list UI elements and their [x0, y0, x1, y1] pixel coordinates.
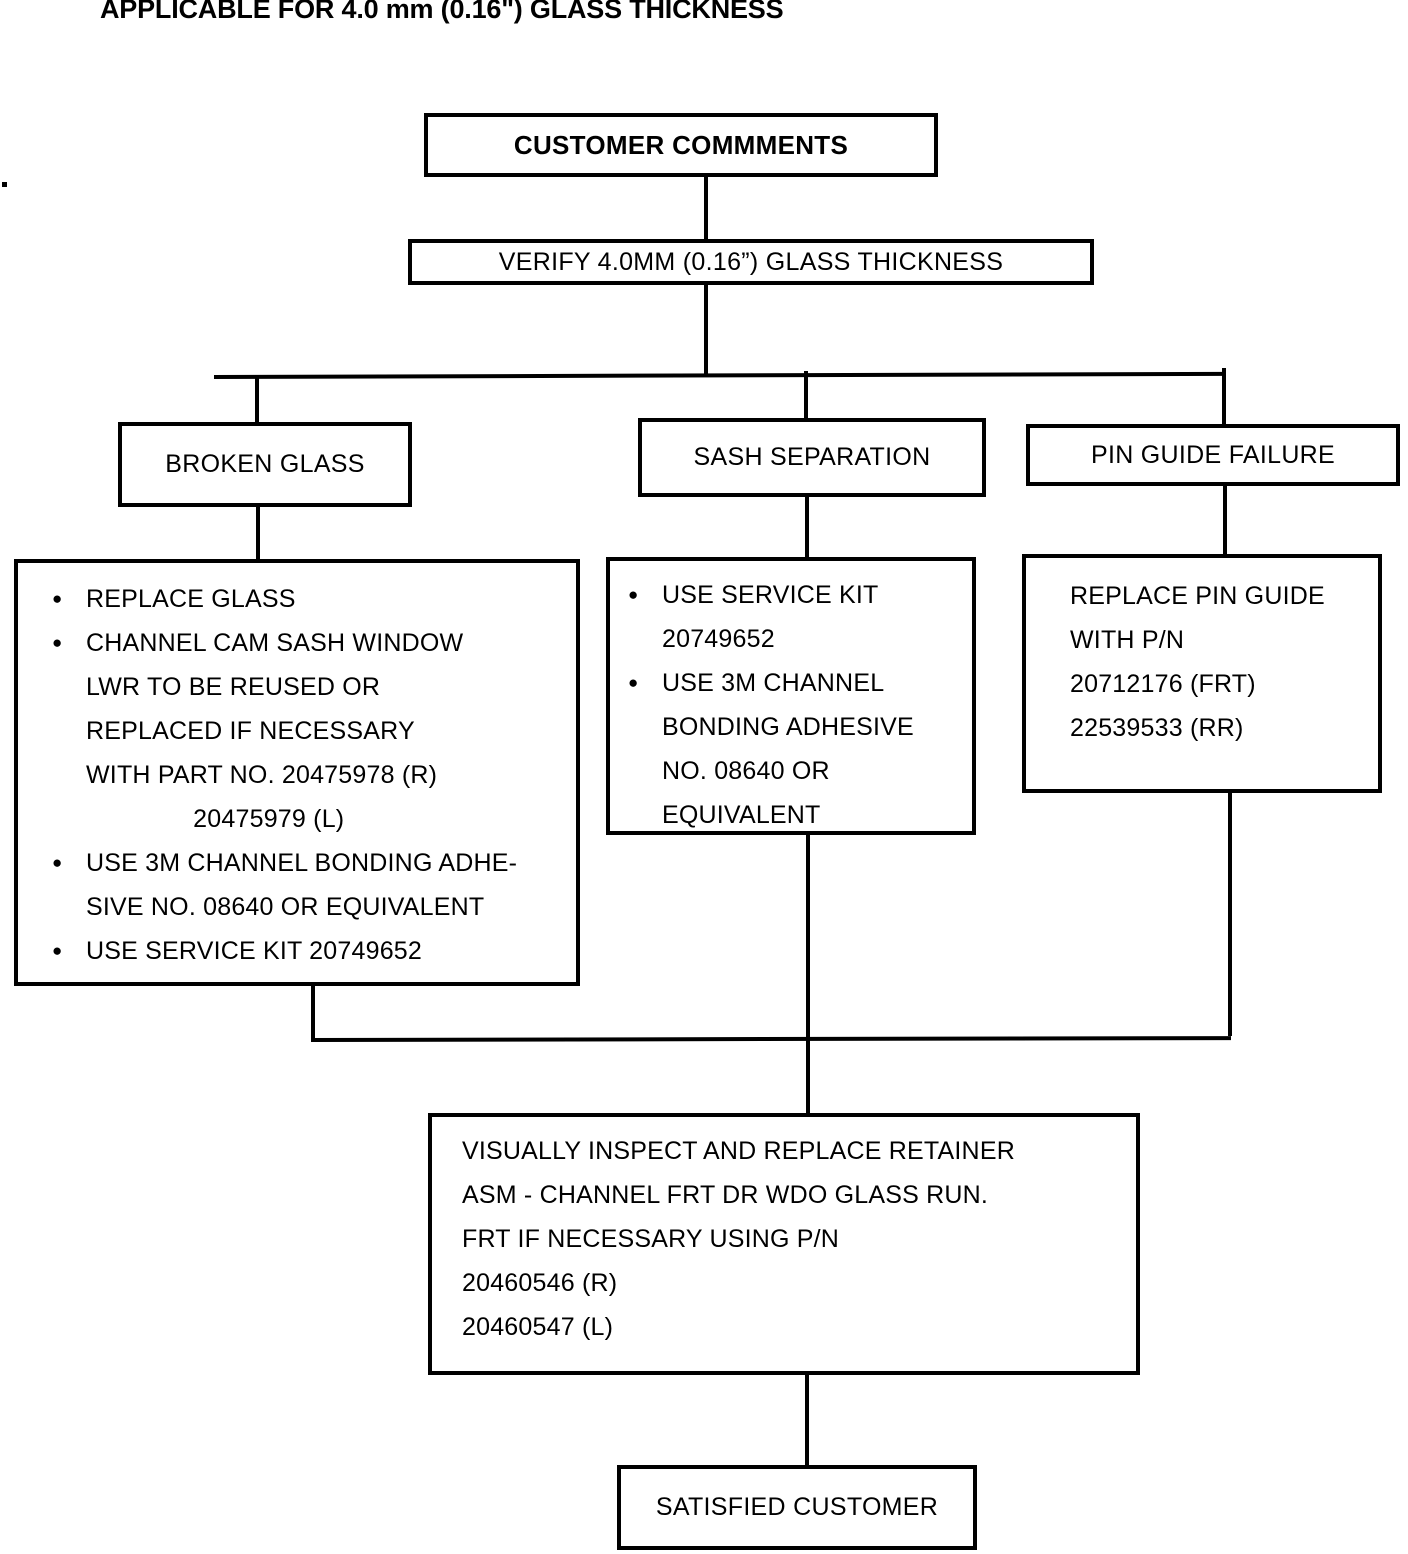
connector-rail-to-broken-glass: [255, 375, 259, 424]
list-item: USE 3M CHANNEL: [628, 661, 914, 705]
node-pin-guide-failure: PIN GUIDE FAILURE: [1026, 424, 1400, 486]
list-item: 20460546 (R): [462, 1269, 618, 1297]
list-item: USE SERVICE KIT: [628, 573, 914, 617]
list-item: 22539533 (RR): [1070, 714, 1244, 742]
connector-sash-separation-to-actions: [805, 497, 809, 559]
connector-merge-to-inspect-retainer: [806, 835, 810, 1115]
connector-rail-to-pin-guide: [1222, 368, 1226, 426]
node-satisfied-customer: SATISFIED CUSTOMER: [617, 1465, 977, 1550]
list-item: REPLACE GLASS: [52, 577, 517, 621]
node-sash-separation-label: SASH SEPARATION: [693, 443, 931, 471]
list-item: ASM - CHANNEL FRT DR WDO GLASS RUN.: [462, 1181, 989, 1209]
list-item: 20460547 (L): [462, 1313, 614, 1341]
scan-speck: [2, 182, 7, 187]
list-item: SIVE NO. 08640 OR EQUIVALENT: [86, 893, 485, 921]
node-broken-glass-label: BROKEN GLASS: [165, 450, 365, 478]
list-item: CHANNEL CAM SASH WINDOW: [52, 621, 517, 665]
box-sash-separation-actions: USE SERVICE KIT 20749652 USE 3M CHANNEL …: [606, 557, 976, 835]
node-pin-guide-failure-label: PIN GUIDE FAILURE: [1090, 440, 1336, 469]
box-broken-glass-actions: REPLACE GLASS CHANNEL CAM SASH WINDOW LW…: [14, 559, 580, 986]
sash-separation-action-list: USE SERVICE KIT 20749652 USE 3M CHANNEL …: [628, 573, 914, 837]
connector-inspect-to-end: [805, 1375, 809, 1465]
list-item: 20712176 (FRT): [1070, 670, 1256, 698]
connector-broken-glass-to-actions: [256, 507, 260, 561]
connector-pin-guide-to-merge: [1228, 793, 1232, 1036]
node-broken-glass: BROKEN GLASS: [118, 422, 412, 507]
broken-glass-action-list: REPLACE GLASS CHANNEL CAM SASH WINDOW LW…: [52, 577, 517, 973]
node-verify-thickness-label: VERIFY 4.0MM (0.16”) GLASS THICKNESS: [498, 247, 1004, 276]
connector-verify-to-branch-rail: [704, 285, 708, 375]
list-item: 20475979 (L): [86, 805, 345, 833]
node-customer-comments-label: CUSTOMER COMMMENTS: [513, 129, 849, 160]
list-item: LWR TO BE REUSED OR: [86, 673, 381, 701]
page-title: APPLICABLE FOR 4.0 mm (0.16") GLASS THIC…: [100, 0, 784, 24]
node-satisfied-customer-label: SATISFIED CUSTOMER: [655, 1493, 939, 1521]
connector-start-to-verify: [704, 177, 708, 241]
list-item: WITH PART NO. 20475978 (R): [86, 761, 438, 789]
pin-guide-action-list: REPLACE PIN GUIDE WITH P/N 20712176 (FRT…: [1070, 574, 1325, 750]
list-item: FRT IF NECESSARY USING P/N: [462, 1225, 840, 1253]
list-item: NO. 08640 OR: [662, 757, 830, 785]
list-item: REPLACE PIN GUIDE: [1070, 582, 1325, 610]
node-sash-separation: SASH SEPARATION: [638, 418, 986, 497]
box-pin-guide-actions: REPLACE PIN GUIDE WITH P/N 20712176 (FRT…: [1022, 554, 1382, 793]
connector-rail-to-sash-separation: [804, 371, 808, 420]
list-item: EQUIVALENT: [662, 801, 821, 829]
list-item: 20749652: [662, 625, 775, 653]
node-customer-comments: CUSTOMER COMMMENTS: [424, 113, 938, 177]
list-item: REPLACED IF NECESSARY: [86, 717, 415, 745]
merge-rail: [310, 1036, 1232, 1042]
list-item: USE 3M CHANNEL BONDING ADHE-: [52, 841, 517, 885]
node-verify-thickness: VERIFY 4.0MM (0.16”) GLASS THICKNESS: [408, 239, 1094, 285]
box-inspect-retainer: VISUALLY INSPECT AND REPLACE RETAINER AS…: [428, 1113, 1140, 1375]
inspect-retainer-list: VISUALLY INSPECT AND REPLACE RETAINER AS…: [462, 1129, 1015, 1349]
branch-distribution-rail: [213, 371, 1227, 379]
connector-broken-glass-to-merge: [311, 986, 315, 1040]
list-item: USE SERVICE KIT 20749652: [52, 929, 517, 973]
list-item: BONDING ADHESIVE: [662, 713, 914, 741]
list-item: VISUALLY INSPECT AND REPLACE RETAINER: [462, 1137, 1015, 1165]
connector-pin-guide-to-actions: [1223, 486, 1227, 556]
list-item: WITH P/N: [1070, 626, 1185, 654]
